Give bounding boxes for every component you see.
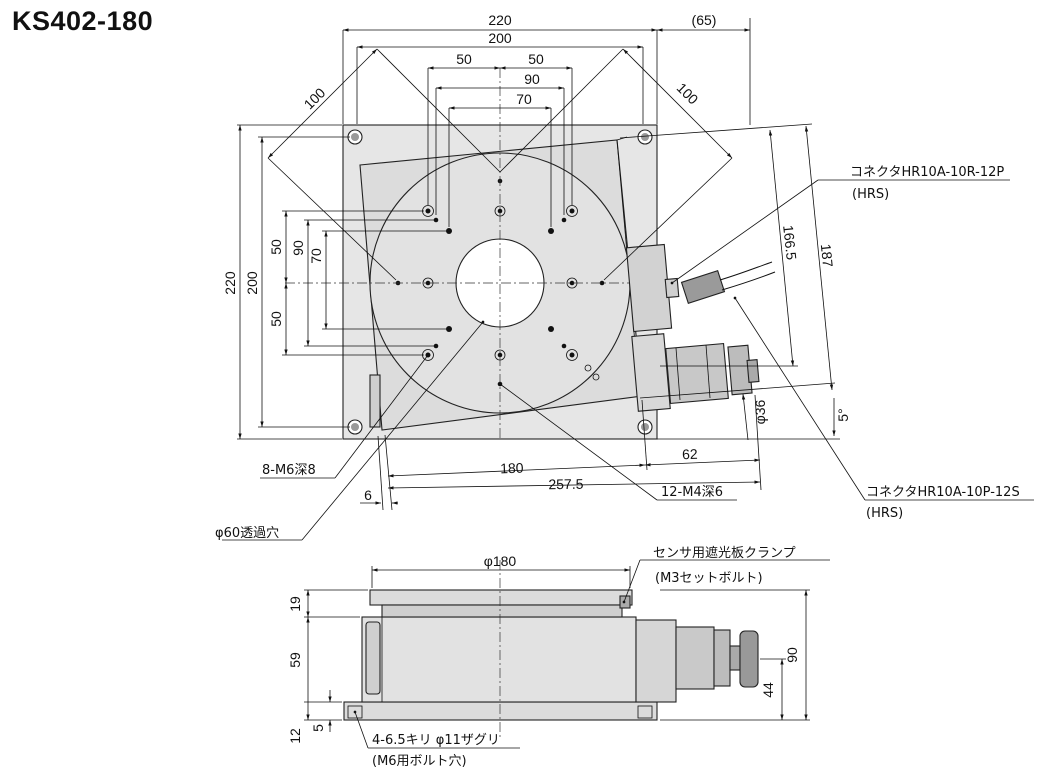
left-clamp	[369, 374, 381, 428]
dim-v-90: 90	[290, 240, 306, 256]
side-view: φ180 19 59 12 5 90 44 センサ用遮光板クランプ (M3セット…	[287, 545, 830, 769]
callout-counterbore-note: (M6用ボルト穴)	[372, 754, 467, 769]
dim-angle-5: 5°	[835, 408, 851, 421]
dim-height-200: 200	[244, 271, 260, 295]
callout-sensor-clamp-note: (M3セットボルト)	[655, 571, 763, 586]
side-table	[369, 589, 633, 606]
callout-connector-bottom-maker: (HRS)	[866, 506, 903, 521]
side-base-flange	[343, 701, 658, 721]
top-view: 220 200 (65) 50 50 90 70 100 100 220 200…	[215, 12, 1034, 541]
dim-hole-70: 70	[516, 91, 532, 107]
dim-v-50-bottom: 50	[268, 311, 284, 327]
callout-counterbore: 4-6.5キリ φ11ザグリ	[372, 733, 500, 748]
dim-phi36: φ36	[752, 399, 768, 424]
dim-diag-100-left: 100	[301, 84, 329, 112]
dim-len-257-5: 257.5	[548, 476, 584, 493]
dim-h90: 90	[784, 647, 800, 663]
motor-assembly	[631, 333, 760, 412]
dim-len-166-5: 166.5	[780, 224, 800, 261]
callout-connector-bottom: コネクタHR10A-10P-12S	[866, 485, 1020, 500]
dim-h59: 59	[287, 652, 303, 668]
dim-h5: 5	[310, 724, 326, 732]
dim-phi180: φ180	[484, 553, 517, 569]
dim-width-220: 220	[488, 12, 512, 28]
connector-assembly	[625, 243, 776, 333]
callout-connector-top: コネクタHR10A-10R-12P	[850, 165, 1004, 180]
dim-width-200: 200	[488, 30, 512, 46]
dim-offset-65: (65)	[692, 12, 717, 28]
dim-v-70: 70	[308, 248, 324, 264]
dim-len-6: 6	[364, 487, 372, 503]
drawing-title: KS402-180	[12, 6, 154, 36]
dim-h12: 12	[287, 728, 303, 744]
dim-len-62: 62	[682, 446, 698, 463]
dim-h44: 44	[760, 682, 776, 698]
dim-hole-50-left: 50	[456, 51, 472, 67]
callout-m4-holes: 12-M4深6	[661, 485, 723, 500]
dim-len-180: 180	[500, 460, 524, 477]
dim-v-50-top: 50	[268, 239, 284, 255]
callout-sensor-clamp: センサ用遮光板クランプ	[653, 545, 796, 561]
m4-holes	[395, 178, 605, 387]
dim-h19: 19	[287, 596, 303, 612]
side-body	[361, 616, 637, 703]
dim-height-220: 220	[222, 271, 238, 295]
callout-through-hole: φ60透過穴	[215, 526, 279, 541]
dim-len-187: 187	[818, 243, 836, 268]
callout-m6-holes: 8-M6深8	[262, 463, 316, 478]
dim-hole-50-right: 50	[528, 51, 544, 67]
callout-connector-top-maker: (HRS)	[852, 187, 889, 202]
dim-hole-90: 90	[524, 71, 540, 87]
